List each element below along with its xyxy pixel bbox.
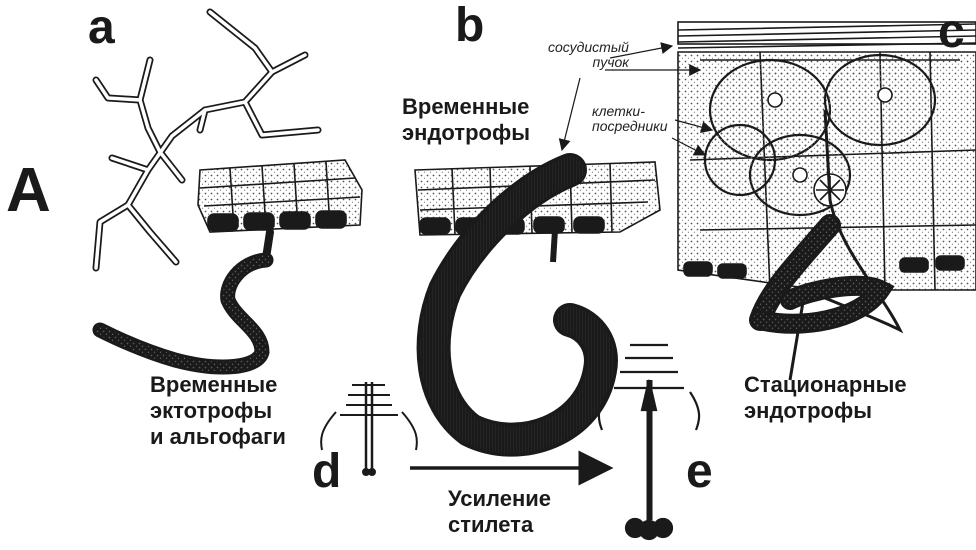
root-cells-a	[198, 160, 362, 232]
ectoparasite-nematode	[100, 232, 270, 367]
panel-letter-a: a	[88, 4, 115, 52]
annotation-mediator-cells: клетки-посредники	[592, 104, 668, 135]
panel-letter-e: e	[686, 448, 713, 496]
panel-letter-c: c	[938, 8, 965, 56]
panel-letter-d: d	[312, 448, 341, 496]
panel-letter-A: A	[6, 160, 51, 222]
panel-letter-b: b	[455, 2, 484, 50]
